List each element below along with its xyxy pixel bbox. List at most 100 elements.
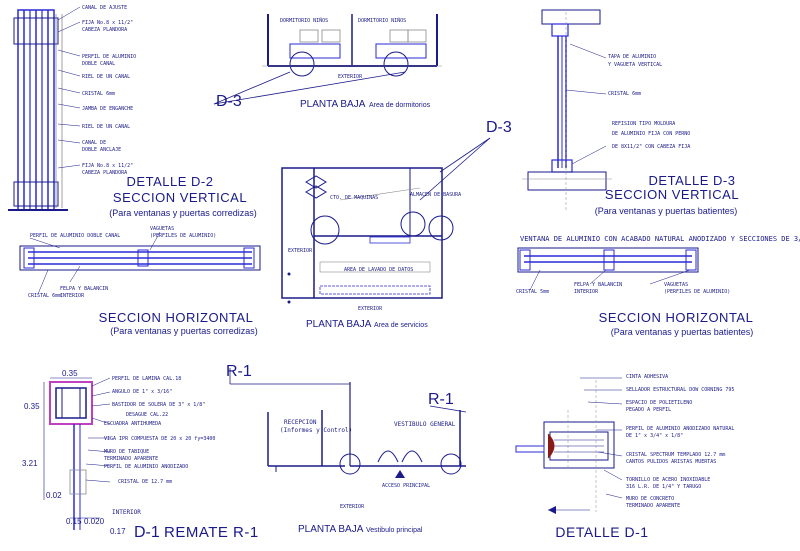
shl-label-1: PERFIL DE ALUMINIO DOBLE CANAL bbox=[30, 233, 120, 239]
serv-plan-drawing bbox=[281, 137, 491, 304]
serv-room-2: ALMACEN DE BASURA bbox=[410, 192, 461, 198]
d2-label-10: CANAL DE bbox=[82, 140, 106, 146]
dorm-callout-d3: D-3 bbox=[216, 93, 242, 110]
d1-label-12: TERMINADO APARENTE bbox=[626, 503, 680, 509]
vest-room-2: VESTIBULO GENERAL bbox=[394, 421, 456, 428]
shl-drawing bbox=[19, 231, 261, 295]
shr-label-1: CRISTAL 5mm bbox=[516, 289, 549, 295]
d2-window-section-drawing bbox=[8, 6, 81, 211]
detail-d1: CINTA ADHESIVA SELLADOR ESTRUCTURAL DOW … bbox=[515, 374, 734, 540]
d2-title: DETALLE D-2 bbox=[127, 174, 214, 189]
shl-caption: (Para ventanas y puertas corredizas) bbox=[110, 326, 258, 336]
d2-label-5: DOBLE CANAL bbox=[82, 61, 115, 67]
vest-title-area: Vestibulo principal bbox=[366, 527, 423, 534]
d3-title: DETALLE D-3 bbox=[649, 173, 736, 188]
shr-label-5: (PERFILES DE ALUMINIO) bbox=[664, 289, 730, 295]
r1-label-6: VIGA IPR COMPUESTA DE 20 x 20 fy=3400 bbox=[104, 436, 215, 442]
d2-label-7: CRISTAL 6mm bbox=[82, 91, 115, 97]
shl-label-5: INTERIOR bbox=[60, 293, 85, 299]
shr-caption: (Para ventanas y puertas batientes) bbox=[611, 327, 754, 337]
d1-label-1: CINTA ADHESIVA bbox=[626, 374, 668, 380]
shr-header: VENTANA DE ALUMINIO CON ACABADO NATURAL … bbox=[520, 235, 800, 243]
r1-dim-5: 0.15 bbox=[66, 517, 82, 526]
shl-label-6: CRISTAL 6mm bbox=[28, 293, 61, 299]
d3-caption: (Para ventanas y puertas batientes) bbox=[595, 206, 738, 216]
r1-dim-6: 0.020 bbox=[84, 517, 105, 526]
plan-vestibulo: R-1 R-1 RECEPCION (Informes y Control) V… bbox=[226, 363, 467, 535]
r1-dim-1: 0.35 bbox=[62, 369, 78, 378]
serv-room-3: AREA DE LAVADO DE DATOS bbox=[344, 267, 413, 273]
shr-drawing bbox=[517, 247, 699, 291]
serv-title: PLANTA BAJA bbox=[306, 319, 372, 330]
detail-d3: TAPA DE ALUMINIO Y VAGUETA VERTICAL CRIS… bbox=[522, 9, 739, 216]
vest-room-1: RECEPCION bbox=[284, 419, 317, 426]
serv-room-1: CTO. DE MAQUINAS bbox=[330, 195, 378, 201]
d1-label-4: PEGADO A PERFIL bbox=[626, 407, 671, 413]
r1-dim-2: 0.35 bbox=[24, 402, 40, 411]
d3-label-6: DE 8X11/2" CON CABEZA FIJA bbox=[612, 144, 690, 150]
vest-room-1b: (Informes y Control) bbox=[280, 427, 352, 434]
d3-label-2: Y VAGUETA VERTICAL bbox=[608, 62, 662, 68]
r1-label-5: ESCUADRA ANTIHUMEDA bbox=[104, 421, 161, 427]
d2-label-8: JAMBA DE ENGANCHE bbox=[82, 106, 133, 112]
d2-label-6: RIEL DE UN CANAL bbox=[82, 74, 130, 80]
r1-label-9: PERFIL DE ALUMINIO ANODIZADO bbox=[104, 464, 188, 470]
dorm-title: PLANTA BAJA bbox=[300, 99, 366, 110]
d1-label-8: CANTOS PULIDOS ARISTAS MUERTAS bbox=[626, 459, 716, 465]
d1-label-7: CRISTAL SPECTRUM TEMPLADO 12.7 mm bbox=[626, 452, 725, 458]
shl-title: SECCION HORIZONTAL bbox=[99, 310, 254, 325]
vest-callout-r1-a: R-1 bbox=[226, 363, 252, 380]
r1-label-2: ANGULO DE 1" x 3/16" bbox=[112, 389, 172, 395]
d2-label-4: PERFIL DE ALUMINIO bbox=[82, 54, 136, 60]
d2-label-13: CABEZA PLANDORA bbox=[82, 170, 127, 176]
d1-drawing bbox=[515, 377, 623, 514]
d1-label-11: MURO DE CONCRETO bbox=[626, 496, 674, 502]
section-horizontal-corredizas: PERFIL DE ALUMINIO DOBLE CANAL VAGUETAS … bbox=[19, 226, 261, 336]
r1-label-7: MURO DE TABIQUE bbox=[104, 449, 149, 455]
d3-window-section-drawing bbox=[522, 9, 612, 210]
plan-servicios: D-3 CTO. DE MAQUINAS ALMACEN DE BASURA A… bbox=[281, 119, 512, 330]
d2-label-2: FIJA No.8 x 11/2" bbox=[82, 20, 133, 26]
d2-label-12: FIJA No.8 x 11/2" bbox=[82, 163, 133, 169]
vest-access: ACCESO PRINCIPAL bbox=[382, 483, 430, 489]
r1-label-1: PERFIL DE LAMINA CAL.18 bbox=[112, 376, 181, 382]
d1-label-6: DE 1" x 3/4" x 1/8" bbox=[626, 433, 683, 439]
vest-title: PLANTA BAJA bbox=[298, 524, 364, 535]
shl-label-4: FELPA Y BALANCIN bbox=[60, 286, 108, 292]
r1-dim-7: 0.17 bbox=[110, 527, 126, 536]
r1-label-3: BASTIDOR DE SOLERA DE 3" x 1/8" bbox=[112, 402, 205, 408]
shr-title: SECCION HORIZONTAL bbox=[599, 310, 754, 325]
dorm-room-2: DORMITORIO NIÑOS bbox=[358, 17, 406, 24]
detail-r1: 0.35 0.35 3.21 0.02 0.15 0.020 0.17 PERF… bbox=[22, 369, 258, 541]
plan-dormitorios: DORMITORIO NIÑOS DORMITORIO NIÑOS EXTERI… bbox=[213, 14, 442, 110]
r1-dim-3: 3.21 bbox=[22, 459, 38, 468]
vest-callout-r1-b: R-1 bbox=[428, 391, 454, 408]
d2-caption: (Para ventanas y puertas corredizas) bbox=[109, 208, 257, 218]
r1-label-10: CRISTAL DE 12.7 mm bbox=[118, 479, 172, 485]
d1-label-5: PERFIL DE ALUMINIO ANODIZADO NATURAL bbox=[626, 426, 734, 432]
shl-label-2: VAGUETAS bbox=[150, 226, 174, 232]
d2-label-11: DOBLE ANCLAJE bbox=[82, 147, 121, 153]
r1-title-d1: D-1 bbox=[134, 524, 160, 541]
serv-callout-d3: D-3 bbox=[486, 119, 512, 136]
r1-label-8: TERMINADO APARENTE bbox=[104, 456, 158, 462]
d2-label-3: CABEZA PLANDORA bbox=[82, 27, 127, 33]
d3-label-1: TAPA DE ALUMINIO bbox=[608, 54, 656, 60]
d3-subtitle: SECCION VERTICAL bbox=[605, 187, 739, 202]
serv-exterior-1: EXTERIOR bbox=[288, 248, 313, 254]
r1-label-11: INTERIOR bbox=[112, 509, 141, 516]
d1-label-2: SELLADOR ESTRUCTURAL DOW CORNING 795 bbox=[626, 387, 734, 393]
shr-label-2: FELPA Y BALANCIN bbox=[574, 282, 622, 288]
dorm-room-1: DORMITORIO NIÑOS bbox=[280, 17, 328, 24]
d1-title: DETALLE D-1 bbox=[555, 524, 648, 540]
d1-label-10: 316 L.R. DE 1/4" Y TARUGO bbox=[626, 484, 701, 490]
r1-drawing bbox=[43, 377, 111, 530]
d3-label-4: REFISION TIPO MOLDURA bbox=[612, 121, 675, 127]
section-horizontal-batientes: VENTANA DE ALUMINIO CON ACABADO NATURAL … bbox=[516, 235, 800, 337]
d1-label-9: TORNILLO DE ACERO INOXIDABLE bbox=[626, 477, 710, 483]
d3-label-5: DE ALUMINIO FIJA CON PERNO bbox=[612, 131, 690, 137]
r1-dim-4: 0.02 bbox=[46, 491, 62, 500]
dorm-title-area: Area de dormitorios bbox=[369, 102, 431, 109]
dorm-plan-drawing bbox=[213, 14, 442, 105]
